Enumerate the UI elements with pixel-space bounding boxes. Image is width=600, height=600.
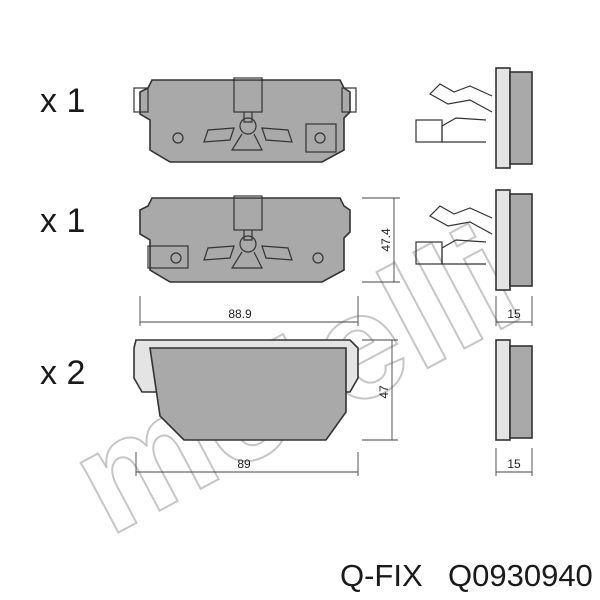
dimension-width-row3	[135, 452, 359, 476]
pad-front-view-row1	[133, 77, 357, 163]
dimension-thickness-row2	[495, 296, 533, 326]
pad-front-view-row2	[139, 195, 351, 283]
quantity-label-row2: x 1	[40, 202, 85, 240]
pad-front-view-row3	[133, 339, 359, 441]
dimension-height-row3-label: 47	[377, 385, 391, 399]
dimension-width-row3-label: 89	[237, 457, 251, 471]
quantity-label-row1: x 1	[40, 82, 85, 120]
dimension-height-row3	[362, 339, 398, 441]
dimension-thickness-row3-label: 15	[507, 457, 521, 471]
dimension-thickness-row3	[495, 448, 533, 476]
pad-side-view-row2	[415, 189, 533, 291]
pad-side-view-row1	[415, 67, 533, 169]
quantity-label-row3: x 2	[40, 354, 85, 392]
pad-side-view-row3	[495, 339, 533, 441]
dimension-width-row2-label: 88.9	[228, 307, 252, 321]
dimension-width-row2	[139, 296, 359, 326]
dimension-thickness-row2-label: 15	[507, 307, 521, 321]
dimension-height-row2	[362, 197, 400, 283]
spring-clip-row1	[203, 77, 293, 151]
spring-clip-row2	[203, 195, 293, 269]
dimension-height-row2-label: 47.4	[379, 228, 393, 252]
caption-brand: Q-FIX	[340, 558, 423, 593]
caption-part-number: Q0930940	[448, 558, 593, 593]
